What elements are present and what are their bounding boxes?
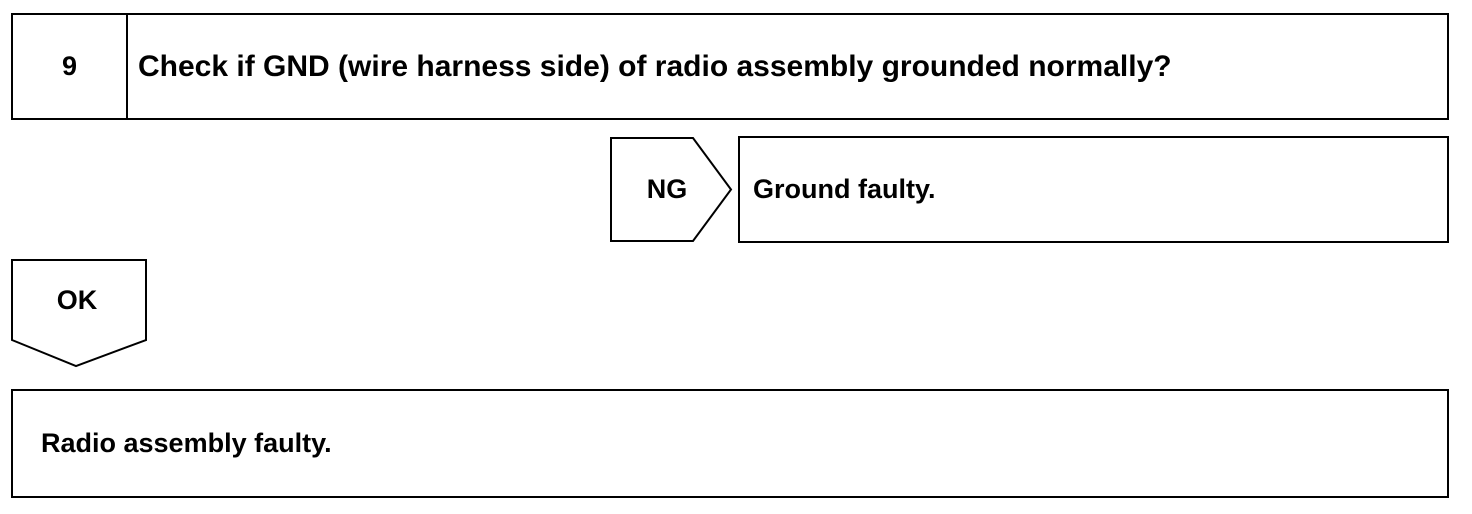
step-number: 9 — [13, 15, 128, 118]
ng-arrow-shape — [610, 137, 733, 242]
ok-arrow-shape — [11, 259, 147, 368]
ng-result-box: Ground faulty. — [738, 136, 1449, 243]
ng-result-text: Ground faulty. — [753, 174, 936, 204]
ok-result-text: Radio assembly faulty. — [41, 428, 332, 458]
step-box: 9 Check if GND (wire harness side) of ra… — [11, 13, 1449, 120]
ng-label: NG — [646, 174, 688, 204]
ok-result-box: Radio assembly faulty. — [11, 389, 1449, 498]
ok-label: OK — [56, 284, 98, 315]
step-question: Check if GND (wire harness side) of radi… — [138, 49, 1172, 83]
